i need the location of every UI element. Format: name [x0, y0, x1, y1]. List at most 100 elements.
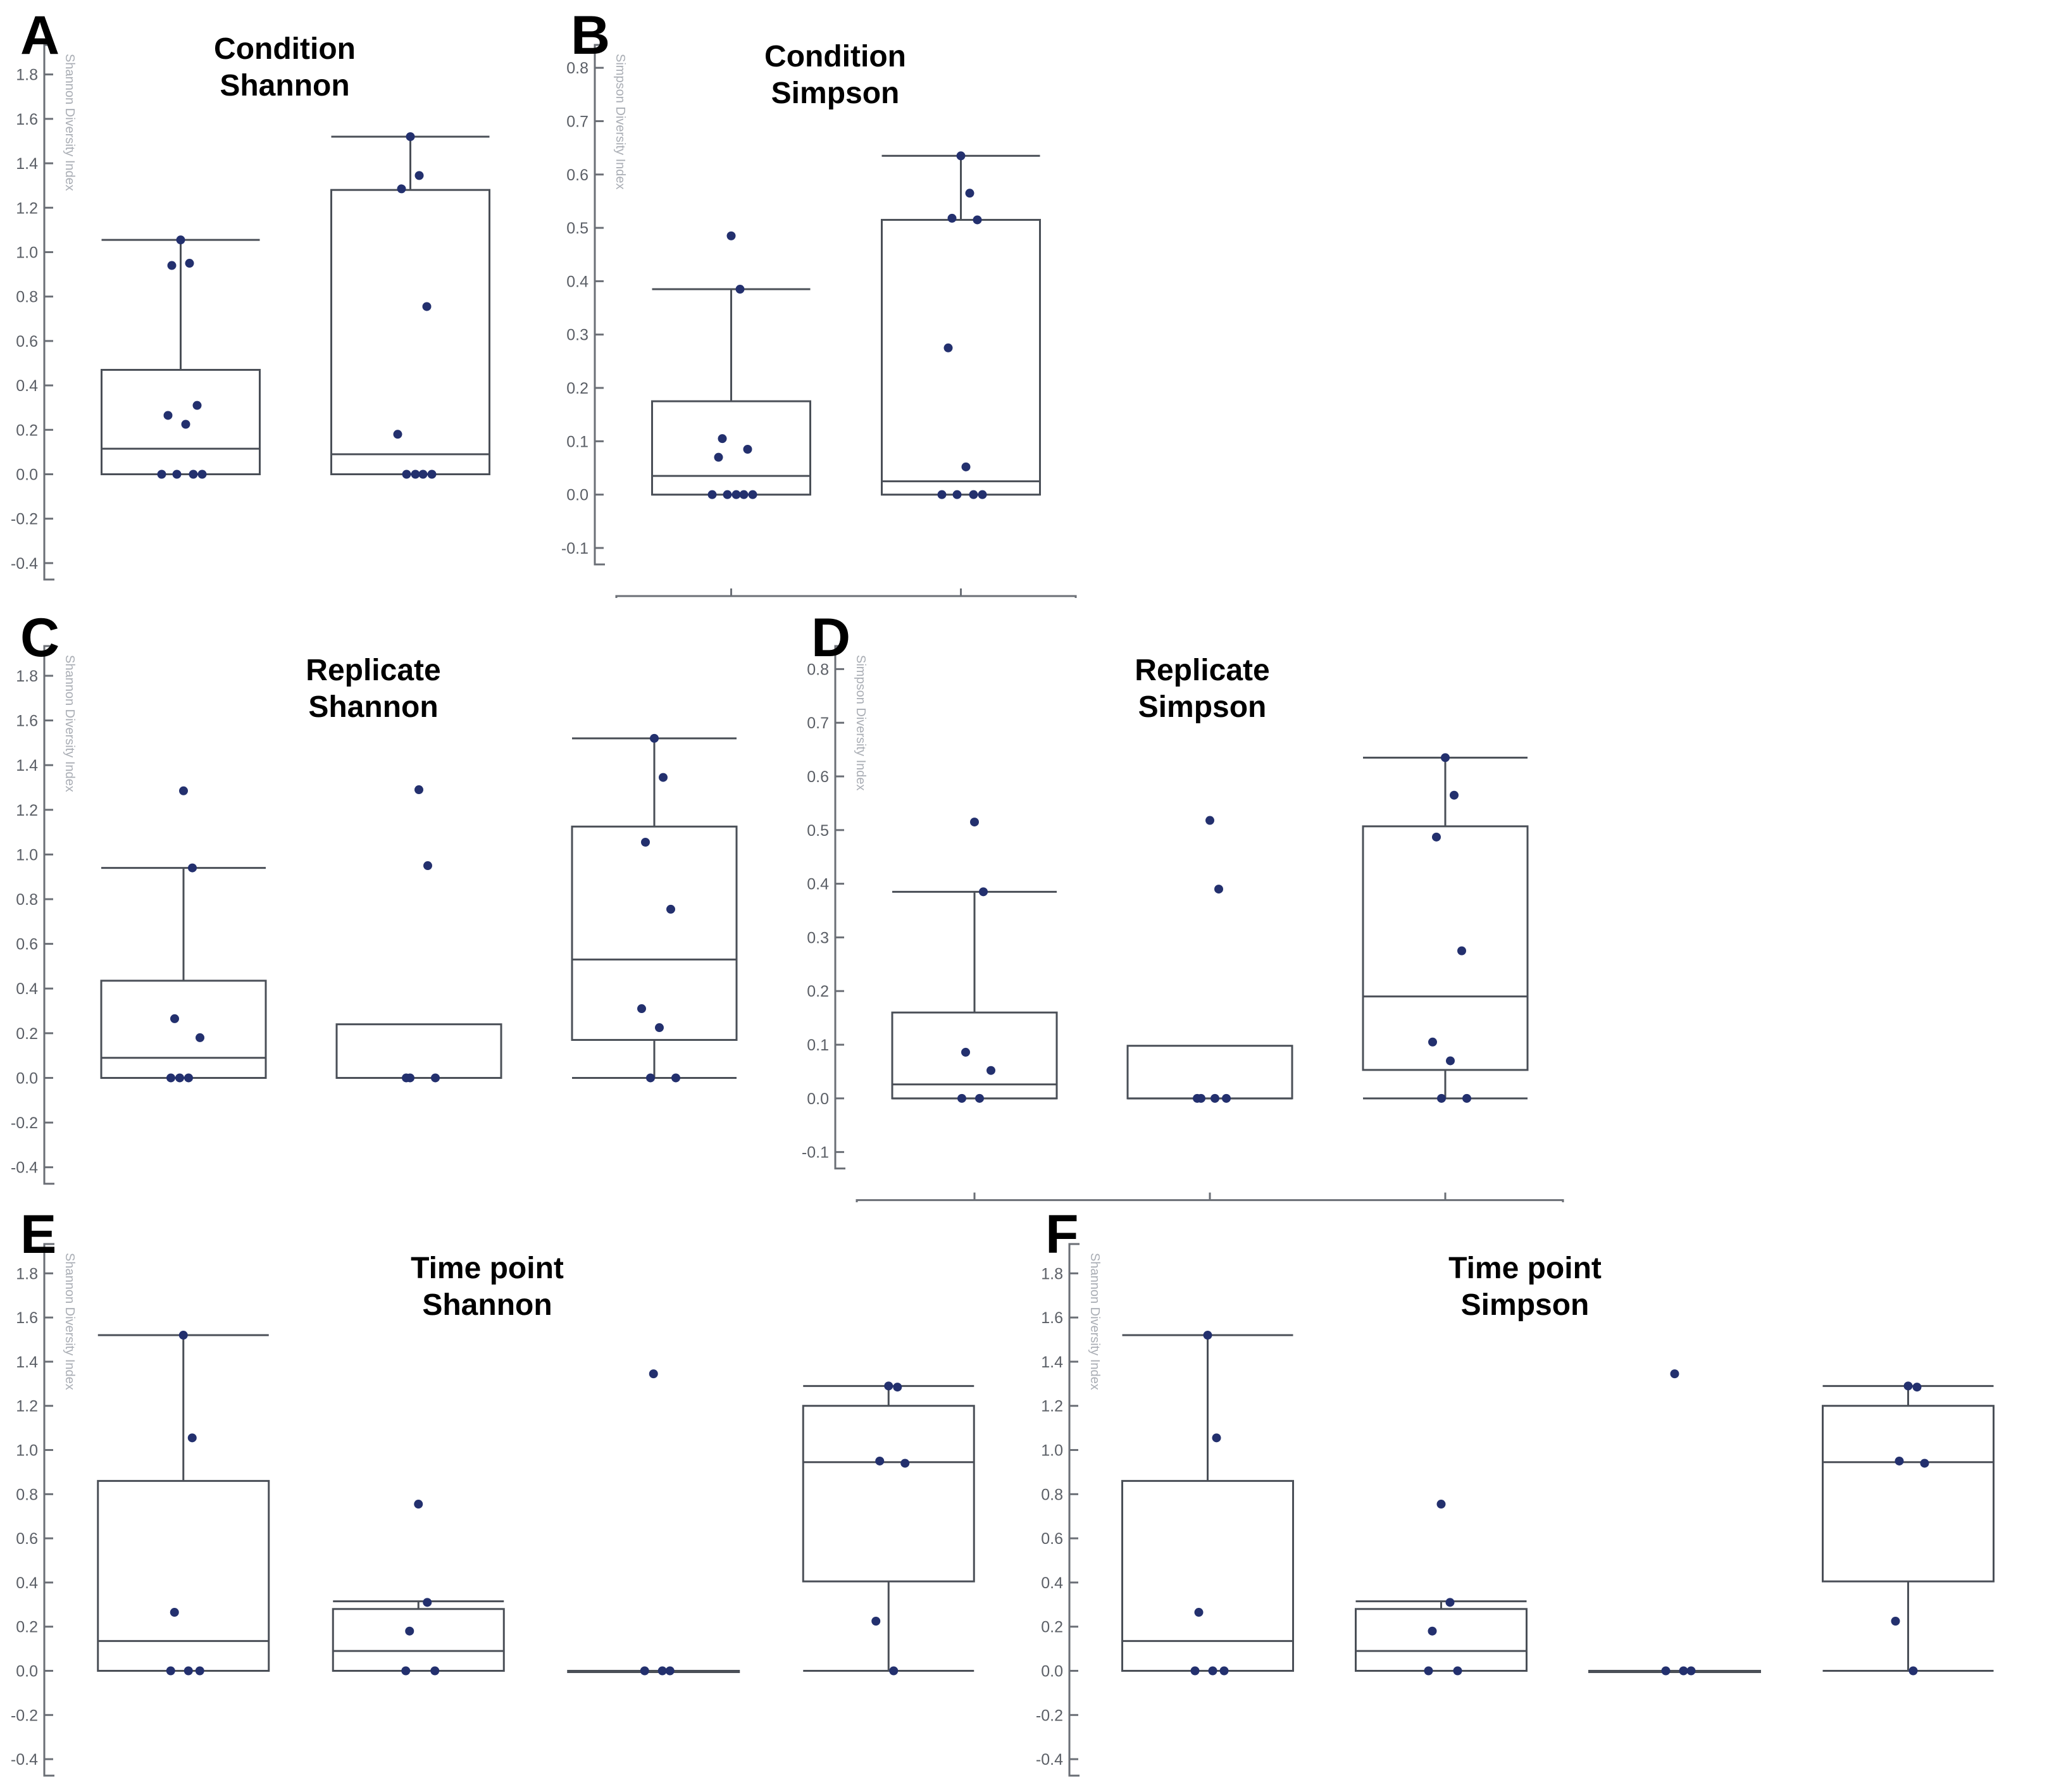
y-tick-label: 0.6	[16, 1530, 38, 1548]
y-tick-label: 0.4	[16, 1574, 38, 1592]
y-tick-label: 0.4	[566, 273, 588, 290]
box-group	[571, 733, 738, 1083]
y-tick-label: 1.0	[1041, 1442, 1063, 1460]
box-iqr	[335, 1023, 502, 1079]
y-tick-label: 0.1	[566, 433, 588, 451]
data-point	[957, 1093, 966, 1103]
y-tick-label: 0.4	[16, 377, 38, 395]
plot-title-line2: Simpson	[771, 77, 900, 110]
y-tick-label: 1.2	[16, 802, 38, 819]
data-point	[1891, 1616, 1900, 1626]
y-tick-label: 1.2	[1041, 1398, 1063, 1416]
box-group	[101, 235, 261, 479]
y-tick-label: 0.3	[566, 327, 588, 344]
y-tick-label: 0.8	[1041, 1486, 1063, 1503]
boxplot-e: 1.81.61.41.21.00.80.60.40.20.0-0.2-0.4Sh…	[11, 1243, 975, 1777]
y-axis-spine	[43, 1243, 54, 1777]
plot-title-line2: Simpson	[1138, 690, 1267, 724]
data-point	[393, 430, 402, 439]
y-tick-label: 0.2	[566, 380, 588, 397]
plot-title-line1: Replicate	[306, 654, 440, 687]
box-iqr	[1822, 1405, 1995, 1583]
data-point	[166, 1666, 175, 1676]
y-tick-label: 0.6	[1041, 1530, 1063, 1548]
plot-title-line2: Shannon	[220, 69, 349, 103]
data-point	[181, 420, 190, 429]
data-point	[965, 189, 974, 198]
y-tick-label: 1.4	[16, 757, 38, 775]
plot-title-line2: Simpson	[1461, 1288, 1590, 1322]
data-point	[175, 1073, 184, 1083]
data-point	[646, 1073, 655, 1083]
data-point	[179, 786, 188, 795]
y-tick-label: 1.8	[16, 1265, 38, 1283]
y-tick-label: 1.2	[16, 199, 38, 217]
data-point	[655, 1023, 664, 1033]
data-point	[987, 1066, 995, 1075]
y-tick-label: -0.2	[11, 511, 38, 528]
box-iqr	[97, 1479, 270, 1672]
data-point	[1457, 946, 1466, 955]
data-point	[884, 1381, 893, 1391]
data-point	[975, 1093, 984, 1103]
data-point	[650, 733, 659, 743]
data-point	[956, 151, 966, 161]
data-point	[1441, 753, 1450, 762]
y-axis-title: Shannon Diversity Index	[63, 54, 77, 191]
data-point	[739, 490, 749, 499]
box-iqr	[881, 218, 1041, 496]
boxplot-c: 1.81.61.41.21.00.80.60.40.20.0-0.2-0.4Sh…	[11, 645, 738, 1185]
box-group	[651, 231, 811, 499]
data-point	[1193, 1093, 1202, 1103]
data-point	[1424, 1666, 1433, 1676]
data-point	[1908, 1666, 1918, 1676]
data-point	[665, 1666, 675, 1676]
y-tick-label: -0.2	[11, 1707, 38, 1724]
data-point	[188, 863, 197, 873]
data-point	[192, 401, 202, 410]
data-point	[1436, 1500, 1446, 1509]
data-point	[402, 1073, 411, 1083]
y-tick-label: 1.6	[16, 712, 38, 730]
y-tick-label: 1.4	[1041, 1353, 1063, 1371]
data-point	[1895, 1456, 1904, 1465]
y-tick-label: 1.0	[16, 846, 38, 864]
data-point	[1912, 1383, 1922, 1392]
panel-letter-a: A	[20, 5, 60, 66]
box-iqr	[1362, 825, 1529, 1071]
y-tick-label: -0.2	[11, 1114, 38, 1132]
plot-title-line2: Shannon	[308, 690, 438, 724]
box-group	[891, 818, 1058, 1103]
y-tick-label: 1.0	[16, 1442, 38, 1460]
data-point	[197, 470, 207, 479]
y-tick-label: -0.4	[11, 1751, 38, 1769]
box-iqr	[330, 189, 490, 475]
data-point	[157, 470, 166, 479]
box-iqr	[1121, 1479, 1294, 1672]
data-point	[973, 215, 982, 225]
data-point	[166, 1073, 175, 1083]
y-tick-label: 1.8	[1041, 1265, 1063, 1283]
data-point	[969, 490, 978, 499]
data-point	[1211, 1093, 1219, 1103]
y-tick-label: 0.8	[566, 59, 588, 77]
y-tick-label: 0.0	[16, 1069, 38, 1087]
data-point	[1446, 1056, 1455, 1066]
panel-letter-e: E	[20, 1204, 57, 1265]
data-point	[1194, 1608, 1204, 1617]
data-point	[1222, 1093, 1231, 1103]
y-tick-label: 0.4	[807, 876, 829, 893]
data-point	[961, 1047, 970, 1057]
plot-title-line1: Condition	[214, 32, 356, 66]
plot-title-line1: Condition	[764, 40, 906, 73]
data-point	[184, 1073, 193, 1083]
box-group	[330, 132, 490, 479]
data-point	[748, 490, 757, 499]
data-point	[414, 171, 424, 180]
y-tick-label: 0.5	[566, 220, 588, 237]
data-point	[1670, 1369, 1679, 1379]
